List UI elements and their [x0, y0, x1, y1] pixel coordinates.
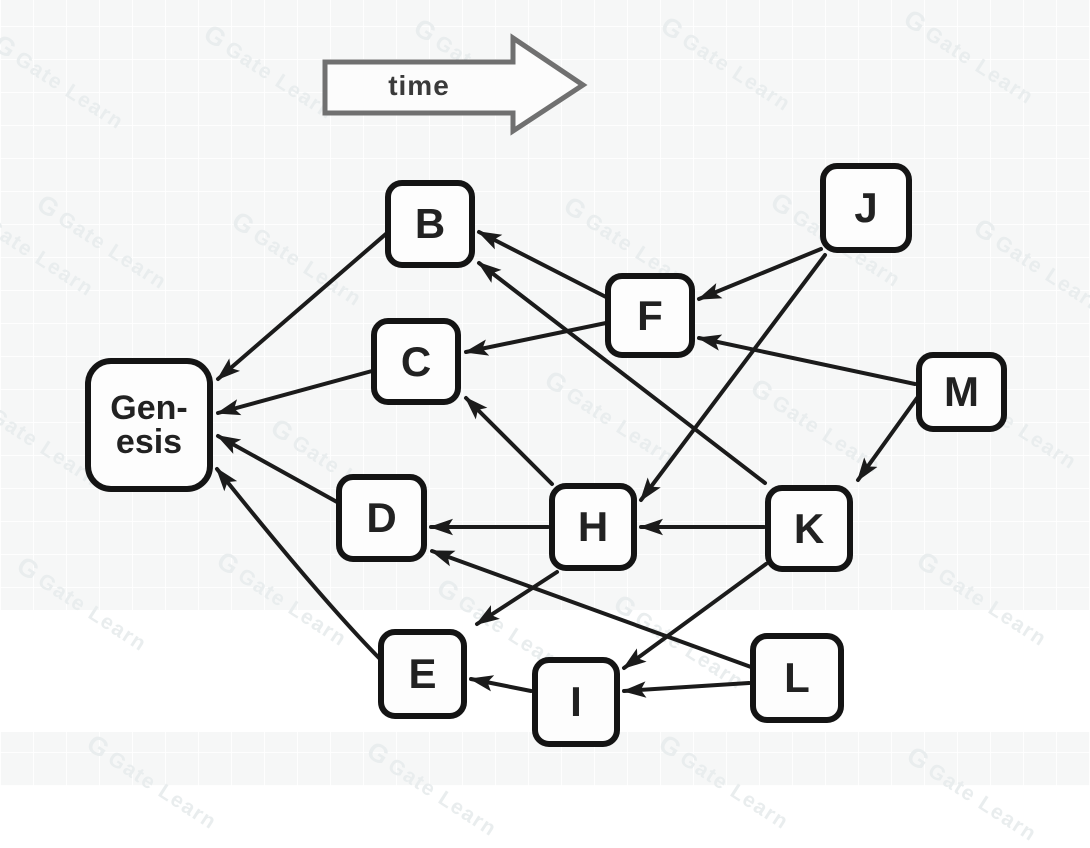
time-arrow [322, 33, 588, 136]
edge-K-to-B [477, 261, 767, 485]
node-B: B [385, 180, 475, 268]
edge-K-to-I [622, 562, 768, 670]
edge-F-to-C [464, 321, 608, 356]
node-I: I [532, 657, 620, 747]
edge-I-to-E [469, 675, 533, 693]
node-M: M [916, 352, 1007, 432]
node-D: D [336, 474, 427, 562]
edge-H-to-C [464, 396, 554, 486]
node-H: H [549, 483, 637, 571]
edge-M-to-F [697, 334, 917, 386]
node-F: F [605, 273, 695, 358]
node-K: K [765, 485, 853, 572]
edge-J-to-H [639, 253, 827, 502]
node-C: C [371, 318, 461, 405]
edge-E-to-Genesis [215, 467, 383, 662]
time-arrow-label: time [388, 70, 450, 101]
edge-J-to-F [697, 247, 823, 301]
edge-B-to-Genesis [216, 231, 389, 381]
edge-L-to-I [622, 681, 751, 698]
node-genesis: Gen-esis [85, 358, 213, 492]
edge-M-to-K [856, 396, 919, 482]
edge-F-to-B [477, 230, 608, 299]
node-J: J [820, 163, 912, 253]
dag-edges-canvas [215, 33, 919, 698]
edge-H-to-E [475, 570, 559, 626]
edge-L-to-D [430, 549, 753, 669]
edge-C-to-Genesis [216, 369, 374, 416]
edge-D-to-Genesis [216, 434, 339, 504]
node-E: E [378, 629, 467, 719]
node-L: L [750, 633, 844, 723]
